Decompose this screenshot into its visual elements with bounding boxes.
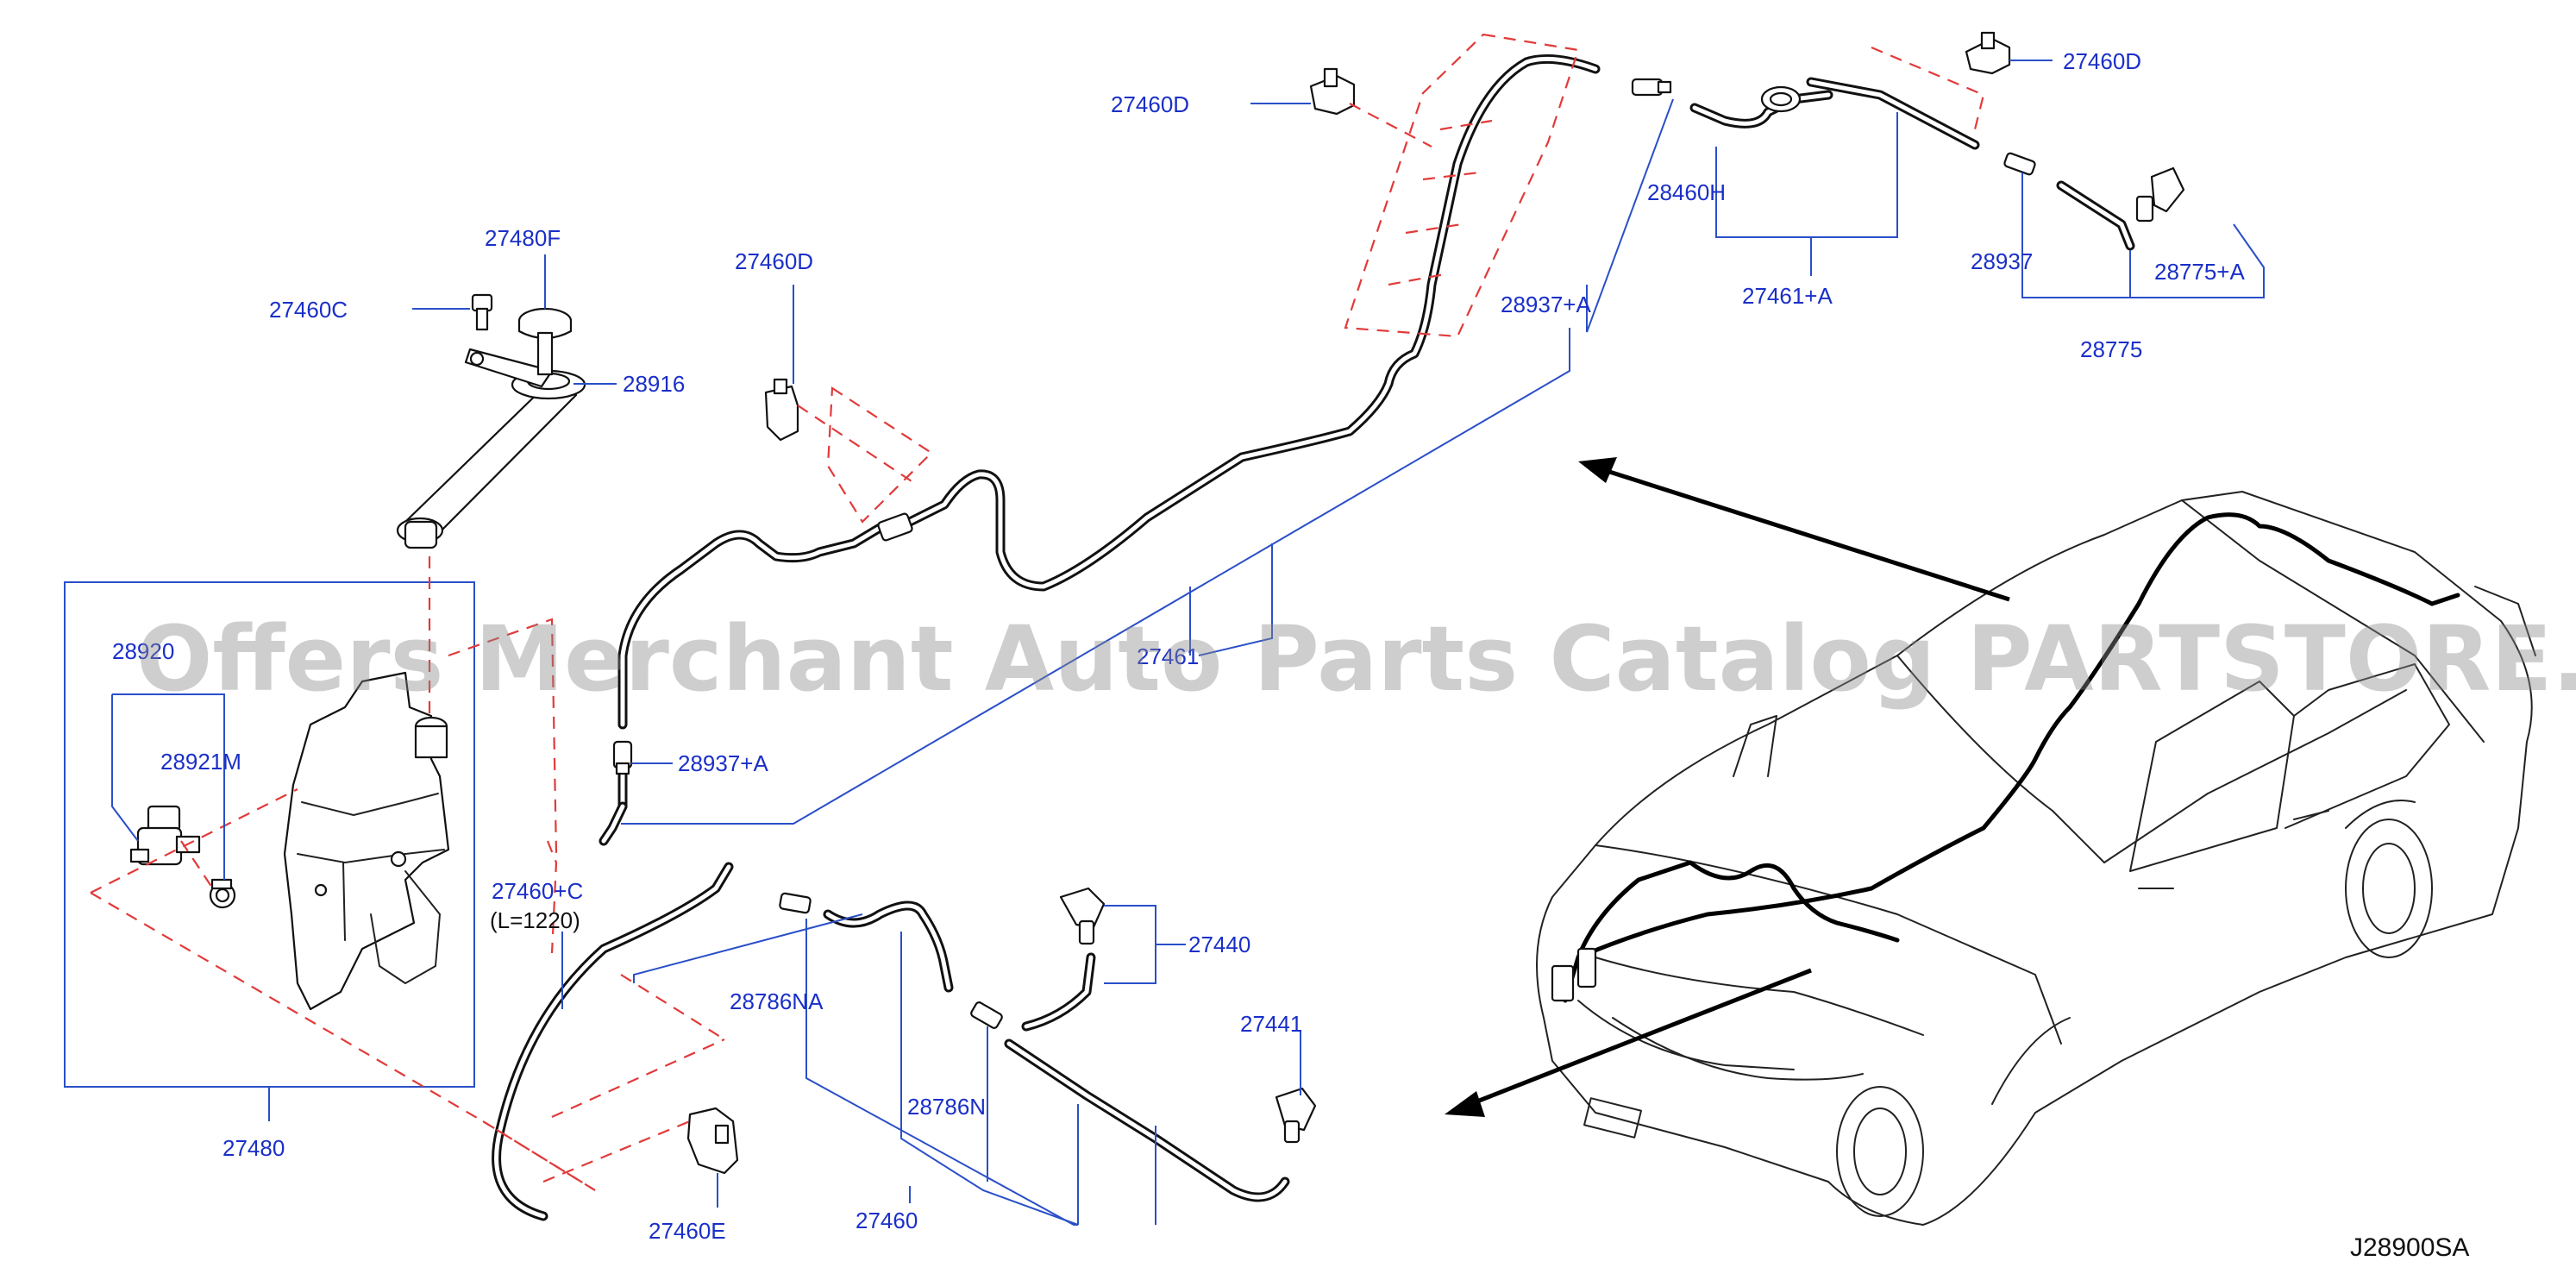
connector-28937-mid[interactable] (877, 512, 913, 542)
clip-27460D-mid[interactable] (764, 378, 799, 442)
watermark-text: Offers Merchant Auto Parts Catalog PARTS… (136, 606, 2576, 712)
label-27460E: 27460E (649, 1218, 726, 1244)
connector-28786N[interactable] (970, 1001, 1003, 1030)
front-nozzles-vehicle (1551, 947, 1597, 1002)
label-28920: 28920 (112, 638, 174, 664)
grommet-28460H[interactable] (1760, 85, 1802, 113)
connector-28937[interactable] (2003, 152, 2036, 176)
label-28916: 28916 (623, 371, 685, 397)
clip-27460D-right[interactable] (1965, 31, 2011, 75)
label-27480F: 27480F (485, 225, 561, 251)
washer-tank[interactable] (283, 671, 450, 1011)
label-27460C: 27460C (269, 297, 348, 323)
label-27440: 27440 (1188, 932, 1250, 957)
label-28937: 28937 (1971, 248, 2033, 274)
label-28786N: 28786N (907, 1094, 986, 1120)
label-28937A-top: 28937+A (1501, 292, 1591, 317)
label-27460D-top: 27460D (1111, 91, 1189, 117)
connector-28786NA[interactable] (779, 892, 812, 914)
label-27441: 27441 (1240, 1011, 1302, 1037)
label-28460H: 28460H (1647, 179, 1726, 205)
arrow-to-front (1445, 968, 1812, 1117)
label-28775: 28775 (2080, 336, 2142, 362)
vehicle-illustration (1536, 491, 2536, 1226)
arrow-to-rear (1578, 457, 2010, 602)
clip-27460E[interactable] (686, 1107, 739, 1175)
washer-pump-28920[interactable] (129, 805, 201, 866)
label-27460D-right: 27460D (2063, 48, 2141, 74)
nozzle-28775[interactable] (2135, 166, 2185, 223)
diagram-code: J28900SA (2350, 1233, 2469, 1262)
label-28937A-left: 28937+A (678, 750, 768, 776)
label-27460C-L: 27460+C (492, 878, 583, 904)
label-27460D-mid: 27460D (735, 248, 813, 274)
clip-27460C[interactable] (471, 293, 493, 331)
label-28921M: 28921M (160, 749, 241, 775)
label-27460: 27460 (856, 1208, 918, 1233)
label-27461A: 27461+A (1742, 283, 1833, 309)
label-28775A: 28775+A (2154, 259, 2245, 285)
label-27460C-length: (L=1220) (490, 907, 580, 933)
connector-28937A-top[interactable] (1631, 78, 1672, 97)
label-27480: 27480 (223, 1135, 285, 1161)
nozzle-27440[interactable] (1059, 887, 1106, 945)
connector-28937A-left[interactable] (612, 740, 633, 775)
label-28786NA: 28786NA (730, 988, 824, 1014)
clip-27460D-top[interactable] (1309, 67, 1356, 116)
label-27461: 27461 (1137, 643, 1199, 669)
filler-neck-28916[interactable] (396, 348, 586, 549)
grommet-28921M[interactable] (209, 878, 236, 909)
nozzle-27441[interactable] (1275, 1087, 1317, 1144)
